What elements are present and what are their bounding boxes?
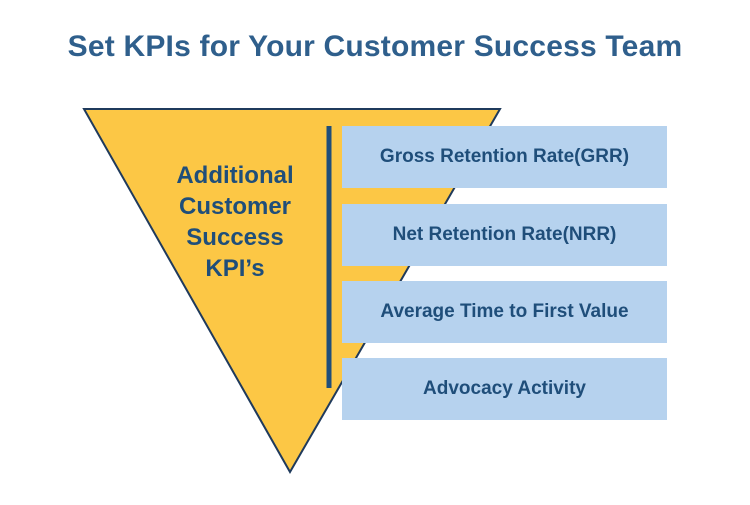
page-title: Set KPIs for Your Customer Success Team — [67, 30, 683, 63]
kpi-box-average-time-to-first-value: Average Time to First Value — [342, 281, 667, 343]
kpi-box-gross-retention-rate: Gross Retention Rate(GRR) — [342, 126, 667, 188]
kpi-box-net-retention-rate: Net Retention Rate(NRR) — [342, 204, 667, 266]
funnel-label: Additional Customer Success KPI’s — [176, 162, 294, 282]
kpi-box-advocacy-activity: Advocacy Activity — [342, 358, 667, 420]
